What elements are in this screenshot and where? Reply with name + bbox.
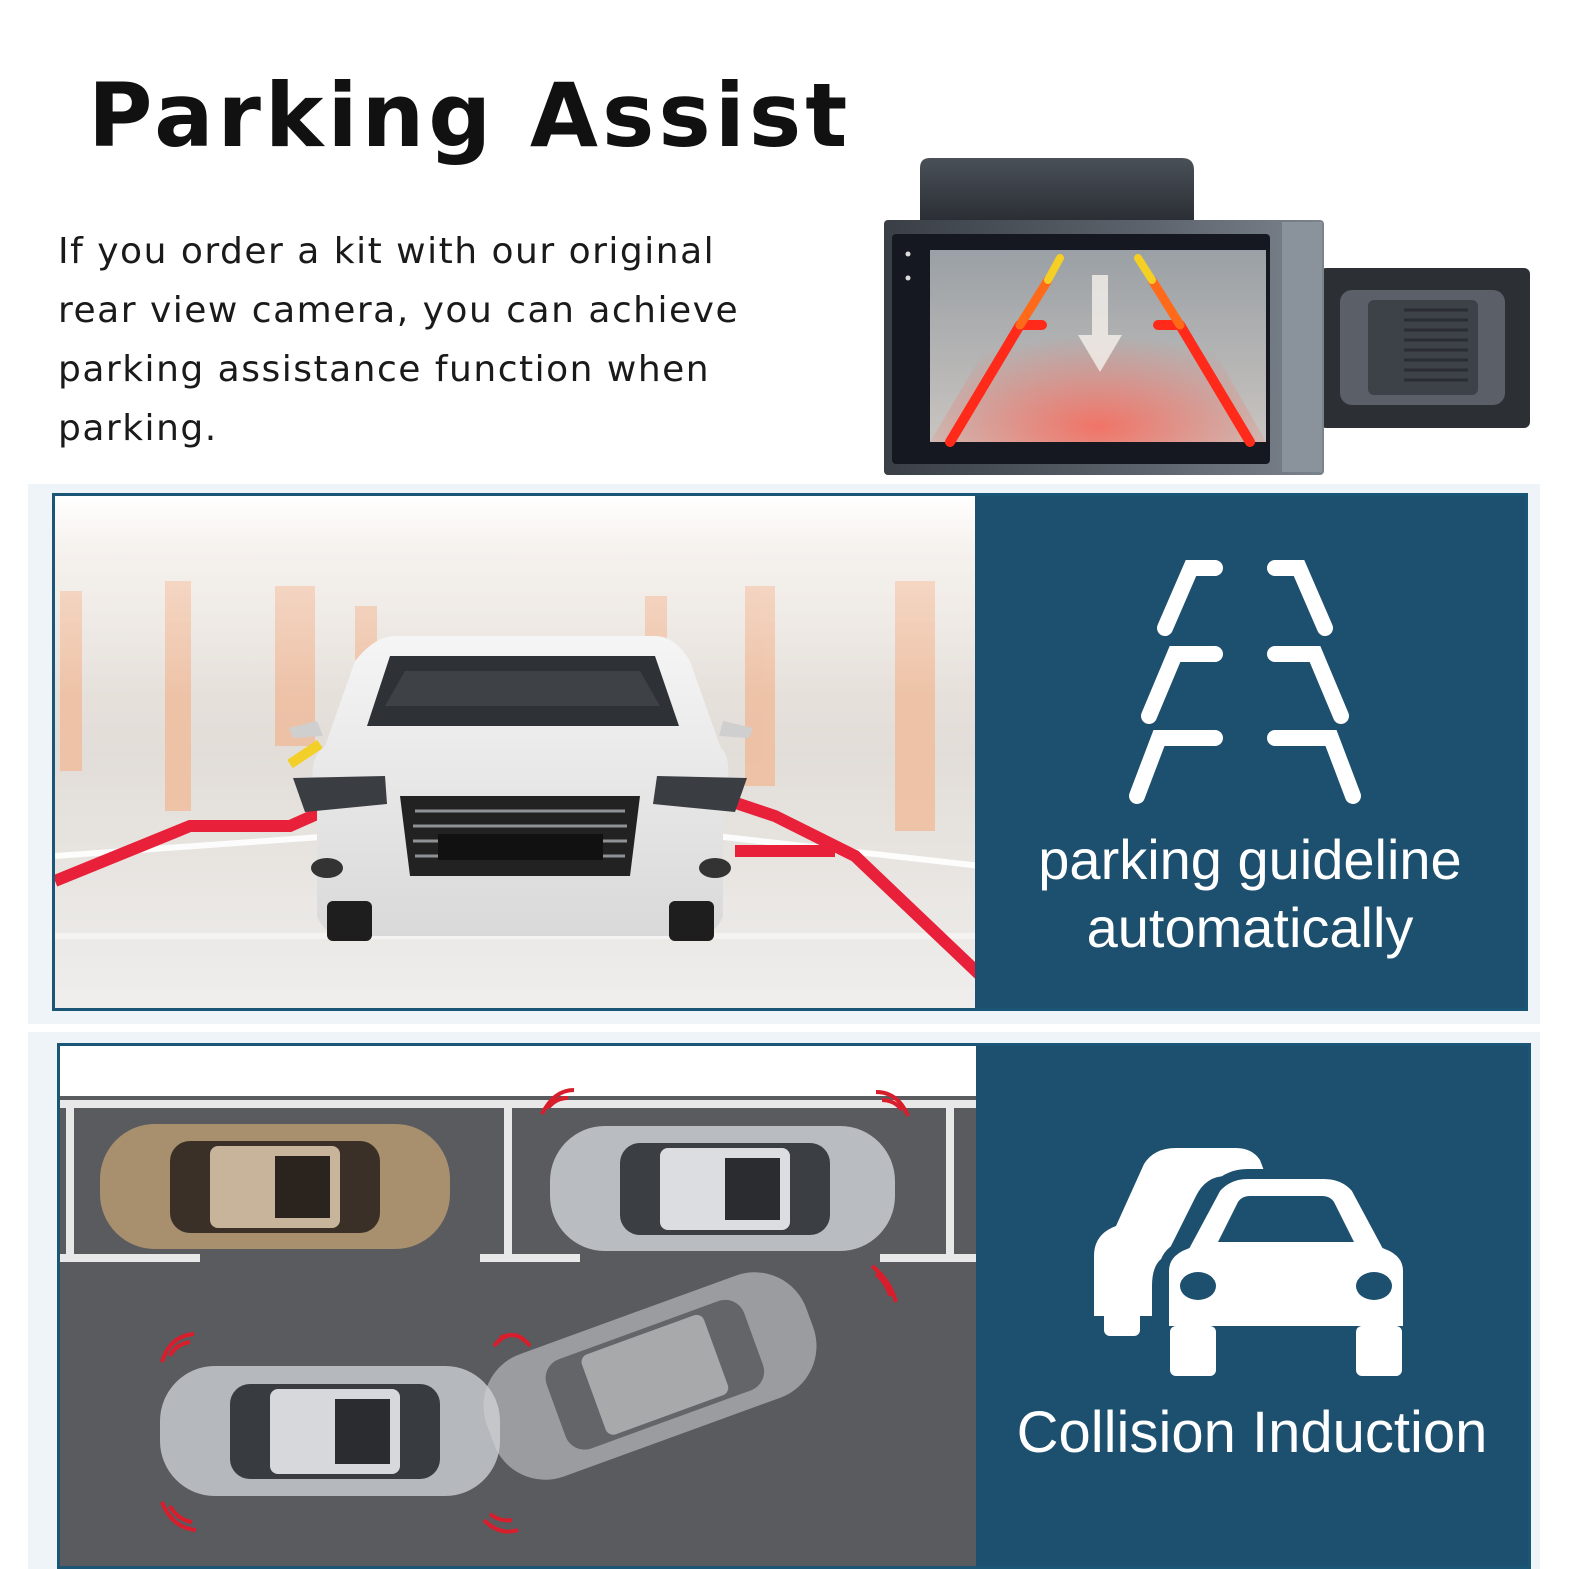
parking-lot-car-photo (55, 496, 981, 1008)
parking-guideline-icon (1129, 560, 1361, 804)
parking-lot-top-view-photo (60, 1046, 980, 1566)
car-gold (100, 1124, 450, 1249)
guideline-caption-line: automatically (1086, 896, 1414, 959)
description-line: parking. (58, 408, 218, 449)
car-silver-left (160, 1366, 500, 1496)
collision-info-panel: Collision Induction (976, 1046, 1528, 1566)
collision-cars-icon (1094, 1148, 1413, 1376)
car-moving-ghost (483, 1272, 817, 1480)
collision-caption: Collision Induction (1016, 1400, 1488, 1465)
sensor-wave-icon (160, 1088, 910, 1534)
dash-cam-device-image (884, 158, 1530, 475)
page-title: Parking Assist (88, 64, 852, 167)
car-silver-right (550, 1126, 895, 1251)
guideline-info-panel: parking guideline automatically (975, 496, 1525, 1008)
description-line: parking assistance function when (58, 349, 711, 390)
description: If you order a kit with our original rea… (58, 222, 798, 458)
feature-panel-guideline: parking guideline automatically (52, 493, 1528, 1011)
description-line: If you order a kit with our original (58, 231, 716, 272)
guideline-caption-line: parking guideline (1038, 828, 1462, 891)
feature-panel-collision: Collision Induction (57, 1043, 1531, 1569)
description-line: rear view camera, you can achieve (58, 290, 740, 331)
